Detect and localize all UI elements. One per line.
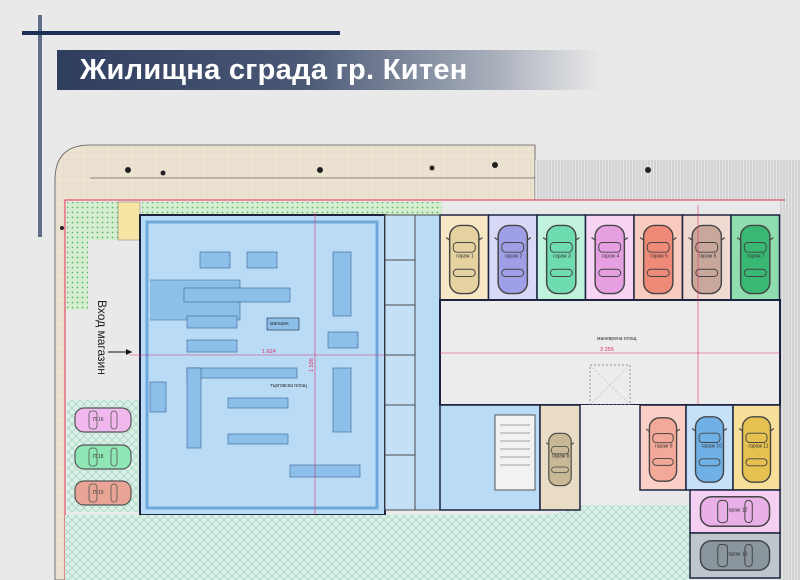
dimension-label: 1 624 bbox=[262, 349, 276, 355]
lobby bbox=[439, 404, 541, 511]
garage-label: гараж 2 bbox=[505, 254, 523, 260]
garage-1: гараж 1 bbox=[439, 214, 490, 301]
garage-label: гараж 12 bbox=[727, 508, 748, 514]
garage-13: гараж 13 bbox=[689, 532, 781, 579]
car-icon bbox=[692, 416, 727, 483]
garage-10: гараж 10 bbox=[685, 404, 734, 491]
entrance-label: Вход магазин bbox=[95, 300, 109, 375]
sales-area-label: търговска площ bbox=[270, 383, 307, 389]
garage-5: гараж 5 bbox=[633, 214, 684, 301]
shop-entrance: Вход магазин bbox=[95, 300, 132, 375]
decorative-horizontal-line bbox=[22, 31, 340, 35]
garage-8: гараж 8 bbox=[539, 404, 581, 511]
svg-text:П 16: П 16 bbox=[93, 417, 104, 423]
car-icon bbox=[494, 224, 531, 295]
dimension-label: 3 255 bbox=[600, 347, 614, 353]
garage-label: гараж 13 bbox=[727, 552, 748, 558]
garage-2: гараж 2 bbox=[487, 214, 538, 301]
garages-top-row: гараж 1 гараж 2 гараж 3 гараж 4 гараж 5 гараж… bbox=[439, 214, 781, 301]
garage-label: гараж 5 bbox=[650, 254, 668, 260]
garage-label: гараж 7 bbox=[747, 254, 765, 260]
garage-7: гараж 7 bbox=[730, 214, 781, 301]
slide-title: Жилищна сграда гр. Китен bbox=[80, 54, 468, 86]
garage-6: гараж 6 bbox=[681, 214, 732, 301]
storage-rooms bbox=[384, 214, 441, 511]
decorative-vertical-line bbox=[38, 15, 42, 237]
garage-label: гараж 10 bbox=[702, 444, 723, 450]
parking-spot: П 18 bbox=[74, 444, 132, 470]
staircase-entrance bbox=[117, 201, 141, 241]
garage-9: гараж 9 bbox=[639, 404, 687, 491]
garage-3: гараж 3 bbox=[536, 214, 587, 301]
side-stripes bbox=[780, 200, 800, 580]
parking-spot: П 19 bbox=[74, 480, 132, 506]
green-area-left bbox=[67, 202, 118, 310]
car-icon bbox=[688, 224, 725, 295]
car-icon bbox=[446, 224, 483, 295]
garage-label: гараж 3 bbox=[553, 254, 571, 260]
maneuver-area-label: маневрена площ bbox=[597, 336, 637, 342]
street-parking-stripes bbox=[535, 160, 800, 200]
green-strip-top bbox=[142, 202, 442, 215]
svg-text:П 19: П 19 bbox=[93, 490, 104, 496]
svg-text:П 18: П 18 bbox=[93, 454, 104, 460]
garages-bottom-row: гараж 8 гараж 9 гараж 10 гараж 11 гараж 12 га… bbox=[539, 404, 781, 579]
garage-label: гараж 9 bbox=[655, 444, 673, 450]
car-icon bbox=[739, 416, 774, 483]
tree-icons bbox=[60, 162, 651, 230]
garage-label: гараж 11 bbox=[749, 444, 769, 450]
garage-4: гараж 4 bbox=[584, 214, 635, 301]
property-line bbox=[64, 199, 785, 580]
green-area-bottom bbox=[65, 495, 690, 580]
car-icon bbox=[640, 224, 677, 295]
shop-label: магазин bbox=[270, 321, 289, 327]
car-icon bbox=[546, 432, 574, 487]
car-icon bbox=[646, 417, 680, 482]
dimension-label: 1 538 bbox=[309, 358, 315, 372]
garage-12: гараж 12 bbox=[689, 489, 781, 534]
car-icon bbox=[543, 224, 580, 295]
garage-label: гараж 1 bbox=[456, 254, 474, 260]
title-bar bbox=[57, 50, 602, 90]
shop: магазин търговска площ 1 624 1 538 bbox=[130, 212, 440, 516]
maneuver-area: маневрена площ 3 255 bbox=[439, 205, 781, 406]
garage-label: гараж 8 bbox=[552, 454, 570, 460]
parking-spot: П 16 bbox=[74, 407, 132, 433]
garage-label: гараж 6 bbox=[699, 254, 717, 260]
car-icon bbox=[737, 224, 774, 295]
garage-11: гараж 11 bbox=[732, 404, 781, 491]
car-icon bbox=[591, 224, 628, 295]
garage-corridor bbox=[580, 405, 640, 505]
garage-label: гараж 4 bbox=[602, 254, 620, 260]
